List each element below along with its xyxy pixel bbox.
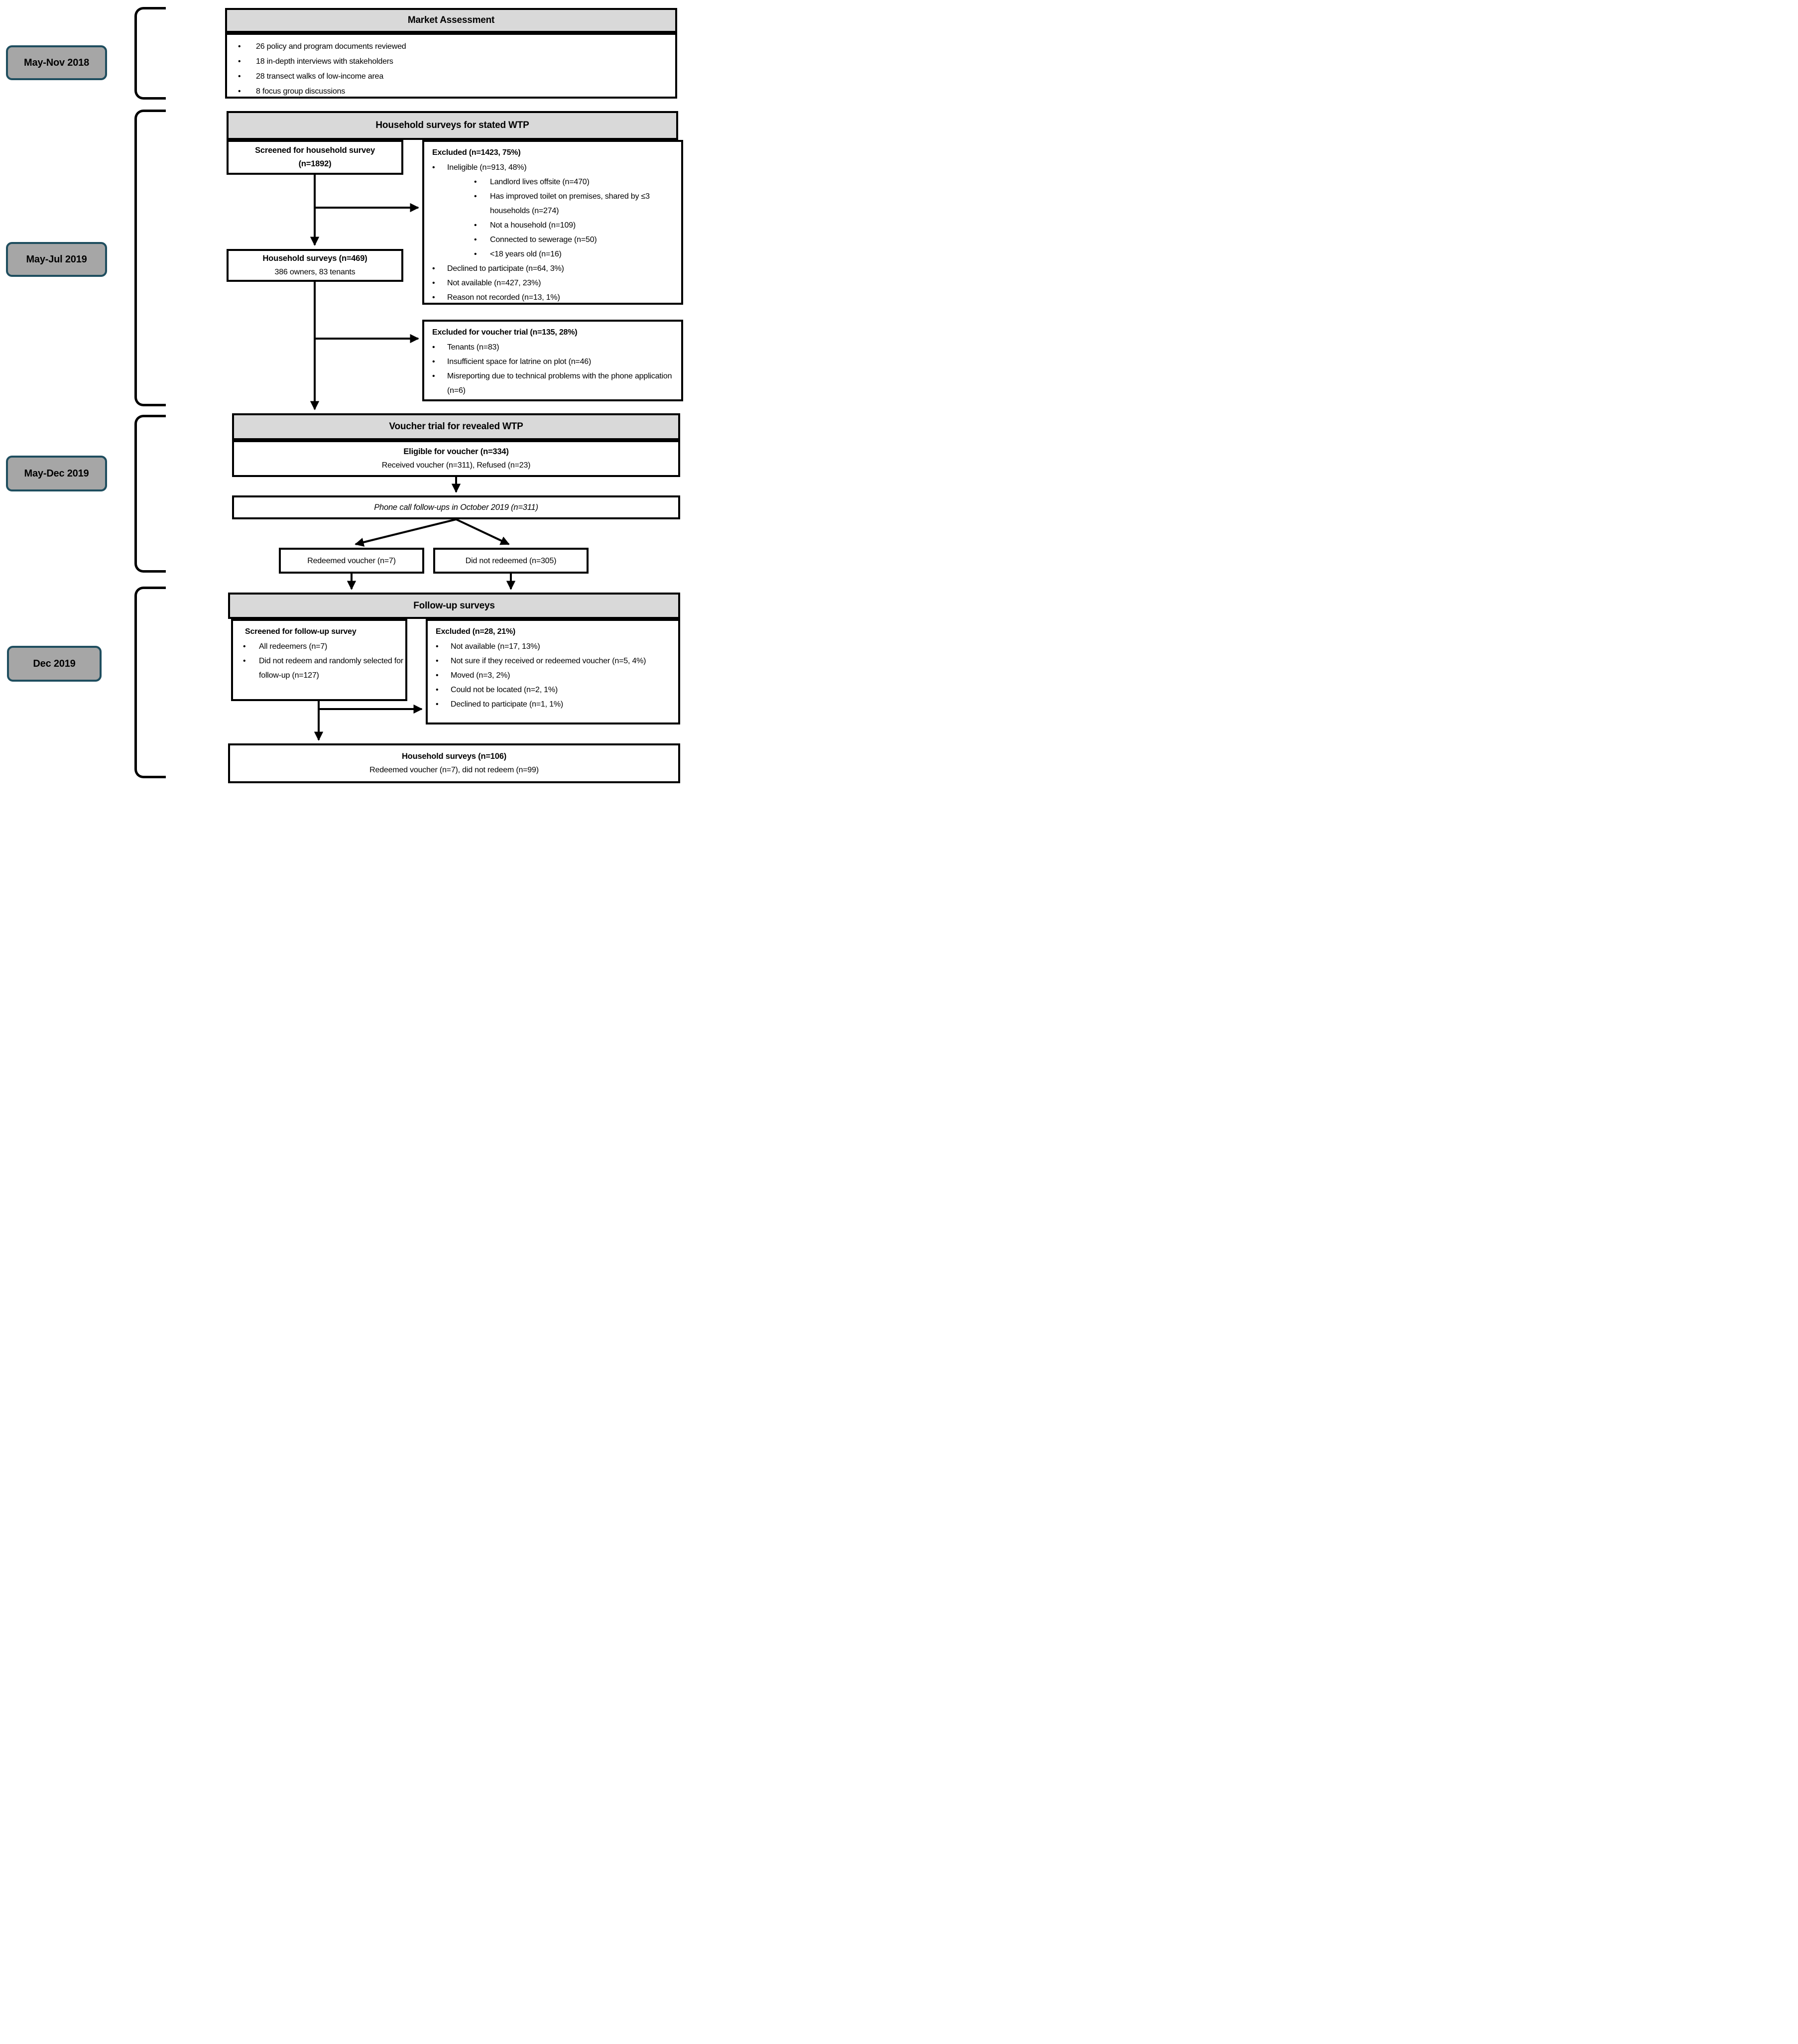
bullet-item: •Ineligible (n=913, 48%) — [424, 160, 681, 175]
household-surveys-106-line2: Redeemed voucher (n=7), did not redeem (… — [369, 766, 539, 774]
date-label-2018: May-Nov 2018 — [6, 45, 107, 80]
household-surveys-106-box: Household surveys (n=106) Redeemed vouch… — [228, 743, 680, 783]
bullet-marker: • — [238, 72, 241, 81]
household-surveys-106-line1: Household surveys (n=106) — [401, 752, 507, 761]
bullet-marker: • — [238, 42, 241, 51]
excluded-screening-title: Excluded (n=1423, 75%) — [432, 148, 521, 157]
bullet-marker: • — [474, 192, 477, 201]
bullet-marker: • — [243, 657, 246, 665]
bullet-item: •28 transect walks of low-income area — [227, 69, 675, 84]
not-redeemed-text: Did not redeemed (n=305) — [465, 556, 557, 565]
market-assessment-header: Market Assessment — [225, 8, 677, 33]
bullet-marker: • — [436, 686, 439, 694]
bullet-marker: • — [432, 343, 435, 352]
bullet-item: •Not a household (n=109) — [424, 218, 681, 233]
bullet-marker: • — [243, 642, 246, 651]
household-surveys-469-line2: 386 owners, 83 tenants — [274, 268, 356, 276]
bullet-item: •26 policy and program documents reviewe… — [227, 39, 675, 54]
date-label-may-dec-2019: May-Dec 2019 — [6, 456, 107, 491]
market-assessment-body: •26 policy and program documents reviewe… — [225, 33, 677, 99]
bullet-marker: • — [436, 657, 439, 665]
bullet-marker: • — [432, 163, 435, 172]
bullet-marker: • — [436, 642, 439, 651]
screened-follow-up-title: Screened for follow-up survey — [245, 627, 357, 636]
excluded-follow-up-box: Excluded (n=28, 21%) •Not available (n=1… — [426, 619, 680, 724]
bullet-item: •All redeemers (n=7) — [233, 639, 405, 654]
voucher-trial-title: Voucher trial for revealed WTP — [389, 421, 523, 432]
bullet-item: •Moved (n=3, 2%) — [428, 668, 678, 683]
excluded-follow-up-title: Excluded (n=28, 21%) — [436, 627, 516, 636]
excluded-voucher-box: Excluded for voucher trial (n=135, 28%) … — [422, 320, 683, 401]
market-assessment-title: Market Assessment — [407, 15, 495, 25]
bullet-marker: • — [436, 700, 439, 709]
bullet-marker: • — [432, 293, 435, 302]
connector-phone-to-redeemed — [355, 518, 457, 547]
bullet-item: •Not available (n=17, 13%) — [428, 639, 678, 654]
stated-wtp-title: Household surveys for stated WTP — [375, 120, 529, 130]
bracket-follow-up — [134, 587, 166, 778]
bullet-marker: • — [474, 236, 477, 244]
bullet-item: •Landlord lives offsite (n=470) — [424, 175, 681, 189]
not-redeemed-box: Did not redeemed (n=305) — [433, 548, 589, 574]
bullet-item: •Has improved toilet on premises, shared… — [424, 189, 681, 218]
bullet-marker: • — [432, 264, 435, 273]
redeemed-voucher-text: Redeemed voucher (n=7) — [307, 556, 396, 565]
date-label-may-jul-2019: May-Jul 2019 — [6, 242, 107, 277]
follow-up-title: Follow-up surveys — [413, 600, 495, 611]
bullet-marker: • — [238, 87, 241, 96]
stated-wtp-header: Household surveys for stated WTP — [227, 111, 678, 140]
phone-follow-up-text: Phone call follow-ups in October 2019 (n… — [374, 502, 538, 512]
voucher-trial-header: Voucher trial for revealed WTP — [232, 413, 680, 440]
bracket-market-assessment — [134, 7, 166, 100]
bullet-marker: • — [432, 279, 435, 287]
screened-follow-up-box: Screened for follow-up survey •All redee… — [231, 619, 407, 701]
bullet-item: •Declined to participate (n=1, 1%) — [428, 697, 678, 712]
bullet-item: •<18 years old (n=16) — [424, 247, 681, 261]
eligible-voucher-box: Eligible for voucher (n=334) Received vo… — [232, 440, 680, 477]
bullet-item: •Could not be located (n=2, 1%) — [428, 683, 678, 697]
bullet-item: •Insufficient space for latrine on plot … — [424, 355, 681, 369]
bullet-item: •Connected to sewerage (n=50) — [424, 233, 681, 247]
excluded-follow-up-list: •Not available (n=17, 13%)•Not sure if t… — [428, 639, 678, 712]
connector-phone-to-notredeemed — [456, 518, 510, 545]
screened-household-box: Screened for household survey (n=1892) — [227, 140, 403, 175]
screened-household-line1: Screened for household survey — [255, 146, 375, 155]
bullet-marker: • — [238, 57, 241, 66]
bullet-marker: • — [474, 178, 477, 186]
excluded-screening-list: •Ineligible (n=913, 48%)•Landlord lives … — [424, 160, 681, 305]
bullet-marker: • — [432, 372, 435, 380]
bullet-item: •Did not redeem and randomly selected fo… — [233, 654, 405, 683]
household-surveys-469-box: Household surveys (n=469) 386 owners, 83… — [227, 249, 403, 282]
bullet-item: •8 focus group discussions — [227, 84, 675, 99]
phone-follow-up-box: Phone call follow-ups in October 2019 (n… — [232, 495, 680, 519]
household-surveys-469-line1: Household surveys (n=469) — [262, 254, 367, 263]
bracket-voucher-trial — [134, 415, 166, 573]
eligible-voucher-line1: Eligible for voucher (n=334) — [403, 447, 509, 456]
bullet-item: •Not sure if they received or redeemed v… — [428, 654, 678, 668]
bullet-item: •Declined to participate (n=64, 3%) — [424, 261, 681, 276]
bullet-item: •18 in-depth interviews with stakeholder… — [227, 54, 675, 69]
bullet-item: •Misreporting due to technical problems … — [424, 369, 681, 398]
excluded-screening-box: Excluded (n=1423, 75%) •Ineligible (n=91… — [422, 140, 683, 305]
bullet-marker: • — [432, 358, 435, 366]
bracket-stated-wtp — [134, 110, 166, 406]
screened-household-line2: (n=1892) — [298, 159, 332, 168]
bullet-item: •Not available (n=427, 23%) — [424, 276, 681, 290]
date-label-dec-2019: Dec 2019 — [7, 646, 102, 682]
follow-up-header: Follow-up surveys — [228, 593, 680, 619]
bullet-marker: • — [474, 221, 477, 230]
redeemed-voucher-box: Redeemed voucher (n=7) — [279, 548, 424, 574]
bullet-marker: • — [474, 250, 477, 258]
excluded-voucher-title: Excluded for voucher trial (n=135, 28%) — [432, 328, 578, 337]
bullet-item: •Tenants (n=83) — [424, 340, 681, 355]
study-flow-diagram: May-Nov 2018 May-Jul 2019 May-Dec 2019 D… — [0, 0, 697, 793]
eligible-voucher-line2: Received voucher (n=311), Refused (n=23) — [381, 461, 531, 470]
bullet-marker: • — [436, 671, 439, 680]
screened-follow-up-list: •All redeemers (n=7)•Did not redeem and … — [233, 639, 405, 683]
bullet-item: •Reason not recorded (n=13, 1%) — [424, 290, 681, 305]
excluded-voucher-list: •Tenants (n=83)•Insufficient space for l… — [424, 340, 681, 398]
